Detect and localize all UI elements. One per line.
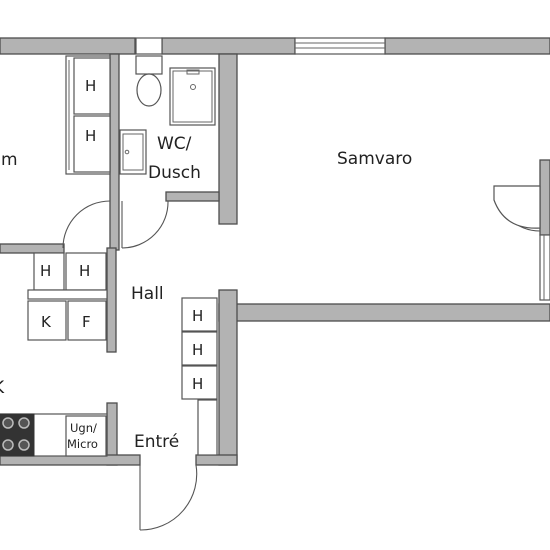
oven-micro-box (65, 415, 107, 457)
right-window (539, 234, 550, 301)
left-wardrobe-door-1 (73, 57, 111, 115)
wc-sink (119, 129, 147, 175)
wc-door (121, 200, 169, 249)
wardrobe-label-2: H (85, 127, 96, 145)
entry-closet-h1 (181, 297, 218, 332)
bottom-wall-right (195, 454, 238, 466)
entry-closet-label-3: H (192, 375, 203, 393)
entry-closet-label-2: H (192, 341, 203, 359)
entry-closet-label-1: H (192, 307, 203, 325)
toilet (135, 37, 163, 107)
shower (169, 67, 216, 126)
top-window (294, 37, 386, 55)
right-wall-top (539, 159, 550, 236)
entre-label: Entré (134, 432, 179, 452)
top-wall-right (384, 37, 550, 55)
dusch-label: Dusch (148, 163, 201, 183)
left-room-door (62, 200, 111, 249)
samvaro-sink (493, 185, 541, 229)
wc-right-wall (218, 53, 238, 225)
kitchen-f-label: F (82, 313, 91, 331)
fixtures (0, 37, 541, 457)
samvaro-bottom-wall (218, 303, 550, 322)
wardrobe-label-1: H (85, 77, 96, 95)
entrance-door (139, 464, 198, 531)
stove (0, 413, 35, 457)
kitchen-k-cabinet (27, 300, 67, 341)
samvaro-label: Samvaro (337, 149, 412, 169)
wc-label: WC/ (157, 134, 192, 154)
hall-closet-frame (27, 289, 108, 300)
hall-closet-h2 (65, 252, 107, 291)
top-wall-middle (161, 37, 296, 55)
entry-right-wall (218, 289, 238, 466)
labels: m WC/ Dusch Samvaro Hall Entré K H H H H… (0, 77, 412, 452)
hall-label: Hall (131, 284, 164, 304)
entry-closet-frame (197, 399, 218, 456)
entry-closet-h2 (181, 331, 218, 366)
entry-left-partition (106, 247, 117, 353)
entry-closet-h3 (181, 365, 218, 400)
hall-closet-label-2: H (79, 262, 90, 280)
hall-closet-label-1: H (40, 262, 51, 280)
wc-bottom-wall (165, 191, 220, 202)
kitchen-k-label: K (41, 313, 52, 331)
doors (62, 185, 541, 531)
left-wardrobe-door-2 (73, 115, 111, 173)
top-wall-left (0, 37, 136, 55)
micro-label: Micro (67, 437, 98, 451)
left-room-label: m (1, 150, 18, 170)
hall-closet-h1 (33, 252, 65, 291)
ugn-label: Ugn/ (70, 421, 97, 435)
kitchen-label: K (0, 378, 5, 398)
left-room-bottom-wall (0, 243, 65, 254)
wc-left-wall (109, 53, 120, 251)
kitchen-f-cabinet (67, 300, 107, 341)
